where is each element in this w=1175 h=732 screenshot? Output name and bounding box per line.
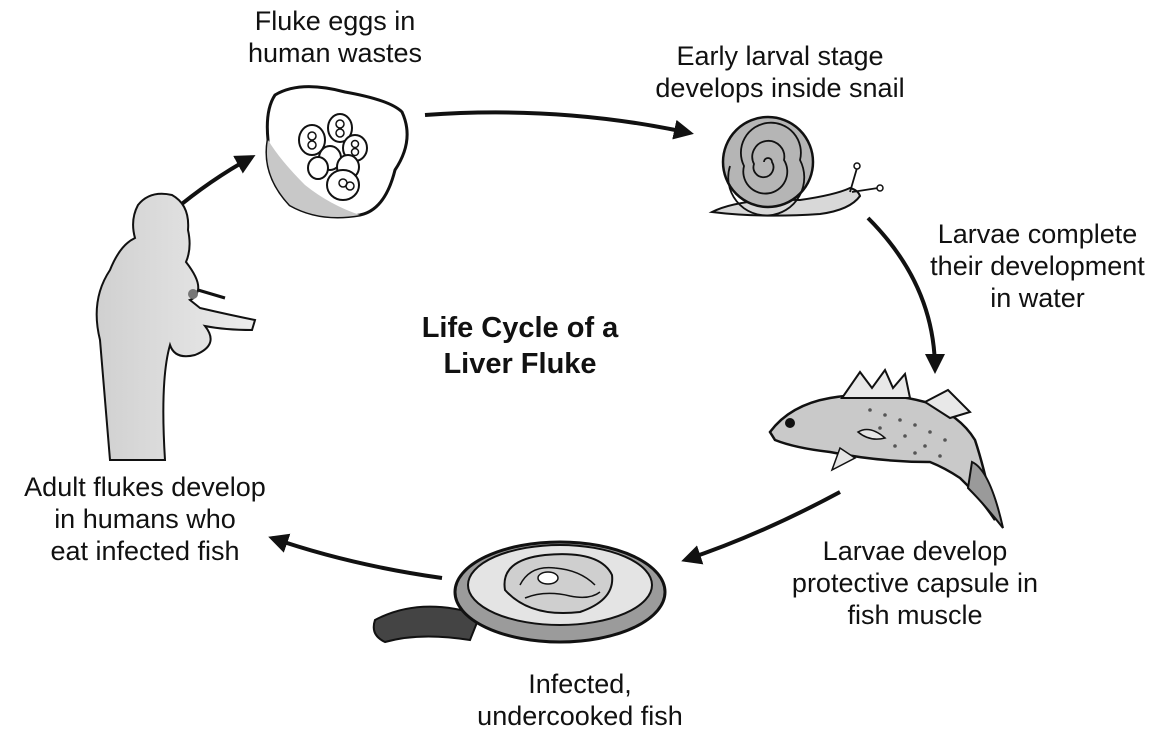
label-snail-stage: Early larval stage develops inside snail <box>630 40 930 104</box>
arrow-human-to-eggs <box>172 157 252 212</box>
fluke-eggs-illustration <box>267 87 407 217</box>
label-undercooked-fish: Infected, undercooked fish <box>430 668 730 732</box>
label-adult-flukes: Adult flukes develop in humans who eat i… <box>0 471 290 567</box>
diagram-title: Life Cycle of a Liver Fluke <box>380 310 660 382</box>
frying-pan-illustration <box>374 542 665 642</box>
human-eating-illustration <box>97 194 255 460</box>
label-fish-capsule: Larvae develop protective capsule in fis… <box>770 535 1060 631</box>
arrow-pan-to-human <box>272 538 442 578</box>
fish-illustration <box>770 370 1003 528</box>
arrow-eggs-to-snail <box>425 112 690 133</box>
label-water-development: Larvae complete their development in wat… <box>905 218 1170 314</box>
label-fluke-eggs: Fluke eggs in human wastes <box>205 5 465 69</box>
snail-illustration <box>712 117 883 216</box>
